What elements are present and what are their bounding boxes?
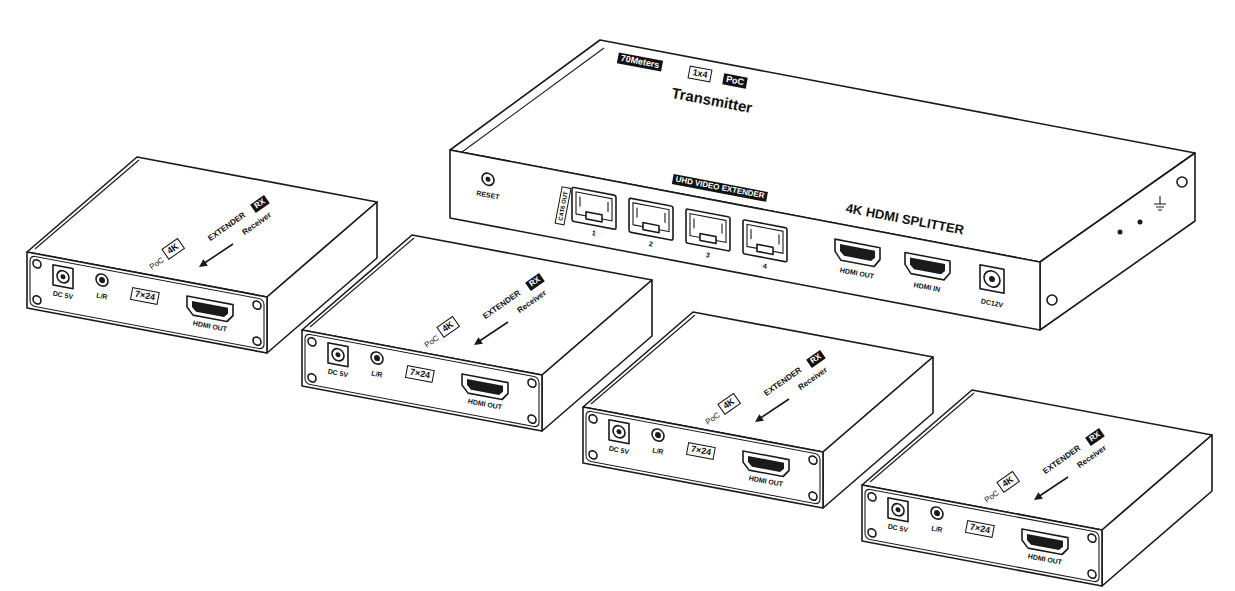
device-illustration <box>0 0 1235 591</box>
